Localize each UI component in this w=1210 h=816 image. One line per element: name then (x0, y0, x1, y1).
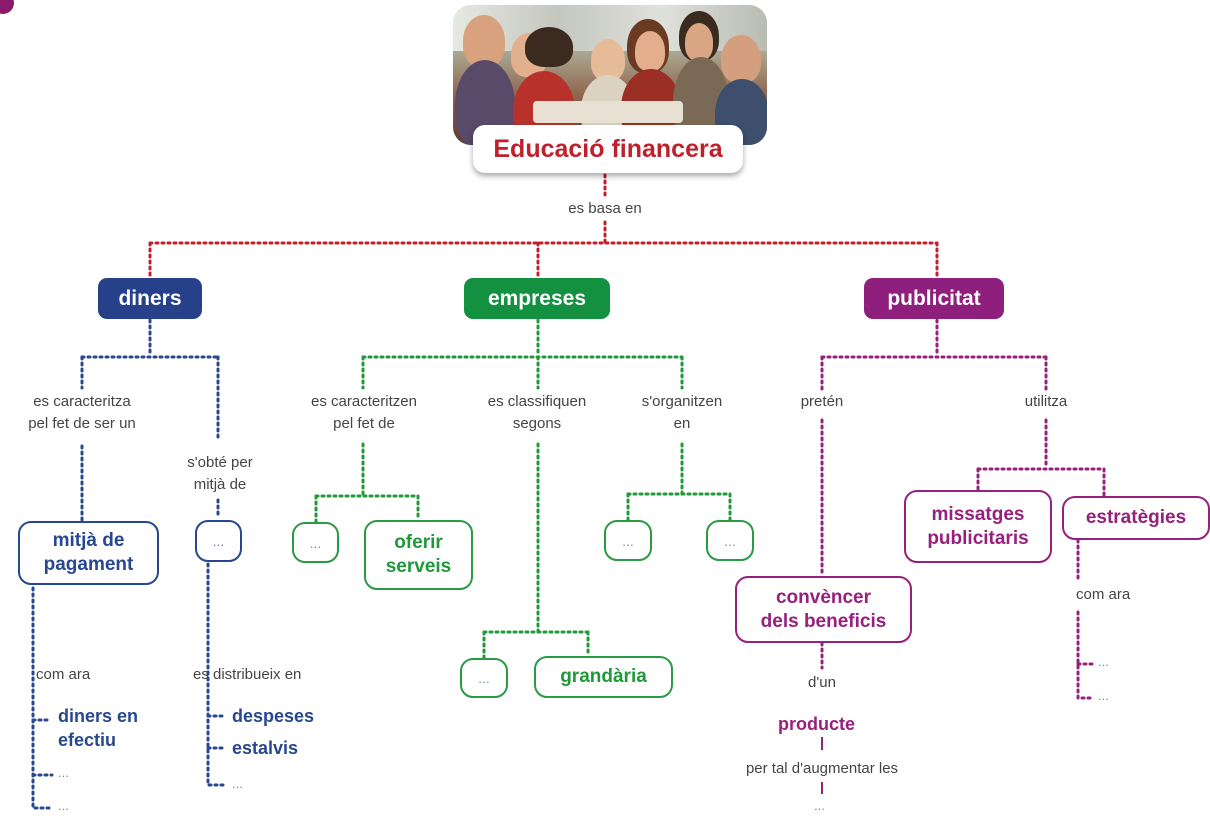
item-producte: producte (778, 714, 856, 734)
link-es-distribueix-en: es distribueix en (193, 666, 302, 683)
corner-marker (0, 0, 14, 14)
category-empreses: empreses (464, 278, 610, 319)
node-grandaria: grandària (534, 656, 673, 698)
node-placeholder-caracteritzen: ... (292, 522, 339, 563)
link-com-ara-diners: com ara (36, 666, 91, 683)
node-placeholder-classifiquen: ... (460, 658, 508, 698)
link-s-obte-per: s'obté per mitjà de (187, 454, 253, 493)
item-ellipsis-3: ... (232, 776, 243, 791)
category-diners: diners (98, 278, 202, 319)
node-convencer-dels-beneficis: convèncer dels beneficis (735, 576, 912, 643)
link-es-caracteritzen: es caracteritzen pel fet de (311, 393, 417, 432)
node-mitja-de-pagament: mitjà de pagament (18, 521, 159, 585)
link-es-basa-en: es basa en (568, 200, 642, 217)
link-es-caracteritza: es caracteritza pel fet de ser un (28, 393, 136, 432)
link-com-ara-estrategies: com ara (1076, 586, 1131, 603)
node-missatges-publicitaris: missatges publicitaris (904, 490, 1052, 563)
node-placeholder-obte: ... (195, 520, 242, 562)
item-estalvis: estalvis (232, 738, 299, 758)
node-placeholder-organitzen-2: ... (706, 520, 754, 561)
blue-connectors (31, 318, 228, 810)
item-ellipsis-2: ... (58, 798, 69, 813)
green-connectors (314, 318, 732, 660)
magenta-connectors (820, 318, 1106, 700)
red-connectors (148, 173, 939, 280)
item-diners-en-efectiu: diners en efectiu (58, 706, 139, 750)
link-per-tal-d-augmentar: per tal d'augmentar les (745, 760, 899, 777)
node-estrategies: estratègies (1062, 496, 1210, 540)
link-es-classifiquen: es classifiquen segons (487, 393, 587, 432)
item-ellipsis-4: ... (1098, 654, 1109, 669)
item-despeses: despeses (232, 706, 315, 726)
item-ellipsis-5: ... (1098, 688, 1109, 703)
node-placeholder-organitzen-1: ... (604, 520, 652, 561)
link-s-organitzen: s'organitzen en (641, 393, 723, 432)
item-ellipsis-augmentar: ... (814, 798, 825, 813)
link-utilitza: utilitza (1024, 393, 1068, 410)
link-d-un: d'un (808, 674, 836, 691)
center-title: Educació financera (473, 125, 743, 173)
item-ellipsis-1: ... (58, 765, 69, 780)
node-oferir-serveis: oferir serveis (364, 520, 473, 590)
category-publicitat: publicitat (864, 278, 1004, 319)
link-preten: pretén (800, 393, 844, 410)
header-photo (453, 5, 767, 145)
